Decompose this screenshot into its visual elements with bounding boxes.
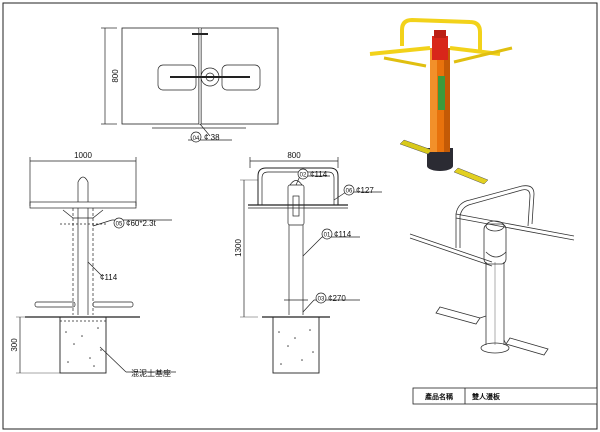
side-view-dim-800: 800	[287, 151, 301, 160]
callout-03-text: ¢270	[328, 294, 346, 303]
front-view	[16, 157, 176, 374]
callout-01-text: ¢114	[334, 230, 352, 239]
callout-04-text: ¢ 38	[204, 133, 220, 142]
side-foundation-texture	[278, 329, 314, 365]
side-view-dim-1300: 1300	[234, 239, 243, 257]
callout-04-number: 04	[193, 136, 200, 142]
front-view-dim-300: 300	[10, 338, 19, 352]
callout-02: 02 ¢114	[297, 168, 328, 180]
front-foundation	[59, 316, 107, 374]
callout-01-number: 01	[324, 233, 331, 239]
callout-04: 04 ¢ 38	[190, 131, 220, 143]
side-foundation	[272, 316, 320, 374]
callout-01: 01 ¢114	[321, 228, 352, 240]
side-view	[240, 157, 382, 374]
callout-03-number: 03	[318, 297, 325, 303]
front-view-dim-1000: 1000	[74, 151, 92, 160]
line-perspective	[409, 185, 575, 356]
front-callout-114: ¢114	[100, 273, 118, 282]
color-render	[369, 17, 513, 185]
callout-03: 03 ¢270	[315, 292, 346, 304]
callout-02-number: 02	[300, 173, 307, 179]
callout-05: 05 ¢60*2.3t	[113, 217, 157, 229]
front-foundation-texture	[65, 327, 102, 367]
title-block: 產品名稱 雙人漫板	[412, 387, 598, 405]
front-foundation-label: 混泥土基座	[131, 368, 171, 378]
callout-02-text: ¢114	[310, 170, 328, 179]
render-sticker	[438, 76, 445, 110]
render-frame	[400, 17, 482, 50]
top-view	[101, 27, 279, 141]
title-block-value: 雙人漫板	[472, 392, 501, 401]
callout-05-text: ¢60*2.3t	[126, 219, 157, 228]
callout-05-number: 05	[116, 222, 123, 228]
render-pedal-right	[453, 167, 489, 185]
callout-06-text: ¢127	[356, 186, 374, 195]
callout-06-number: 06	[346, 189, 353, 195]
title-block-label: 產品名稱	[424, 392, 453, 401]
render-pedal-left	[399, 139, 433, 155]
top-view-dim-800: 800	[111, 69, 120, 83]
callout-06: 06 ¢127	[343, 184, 374, 196]
